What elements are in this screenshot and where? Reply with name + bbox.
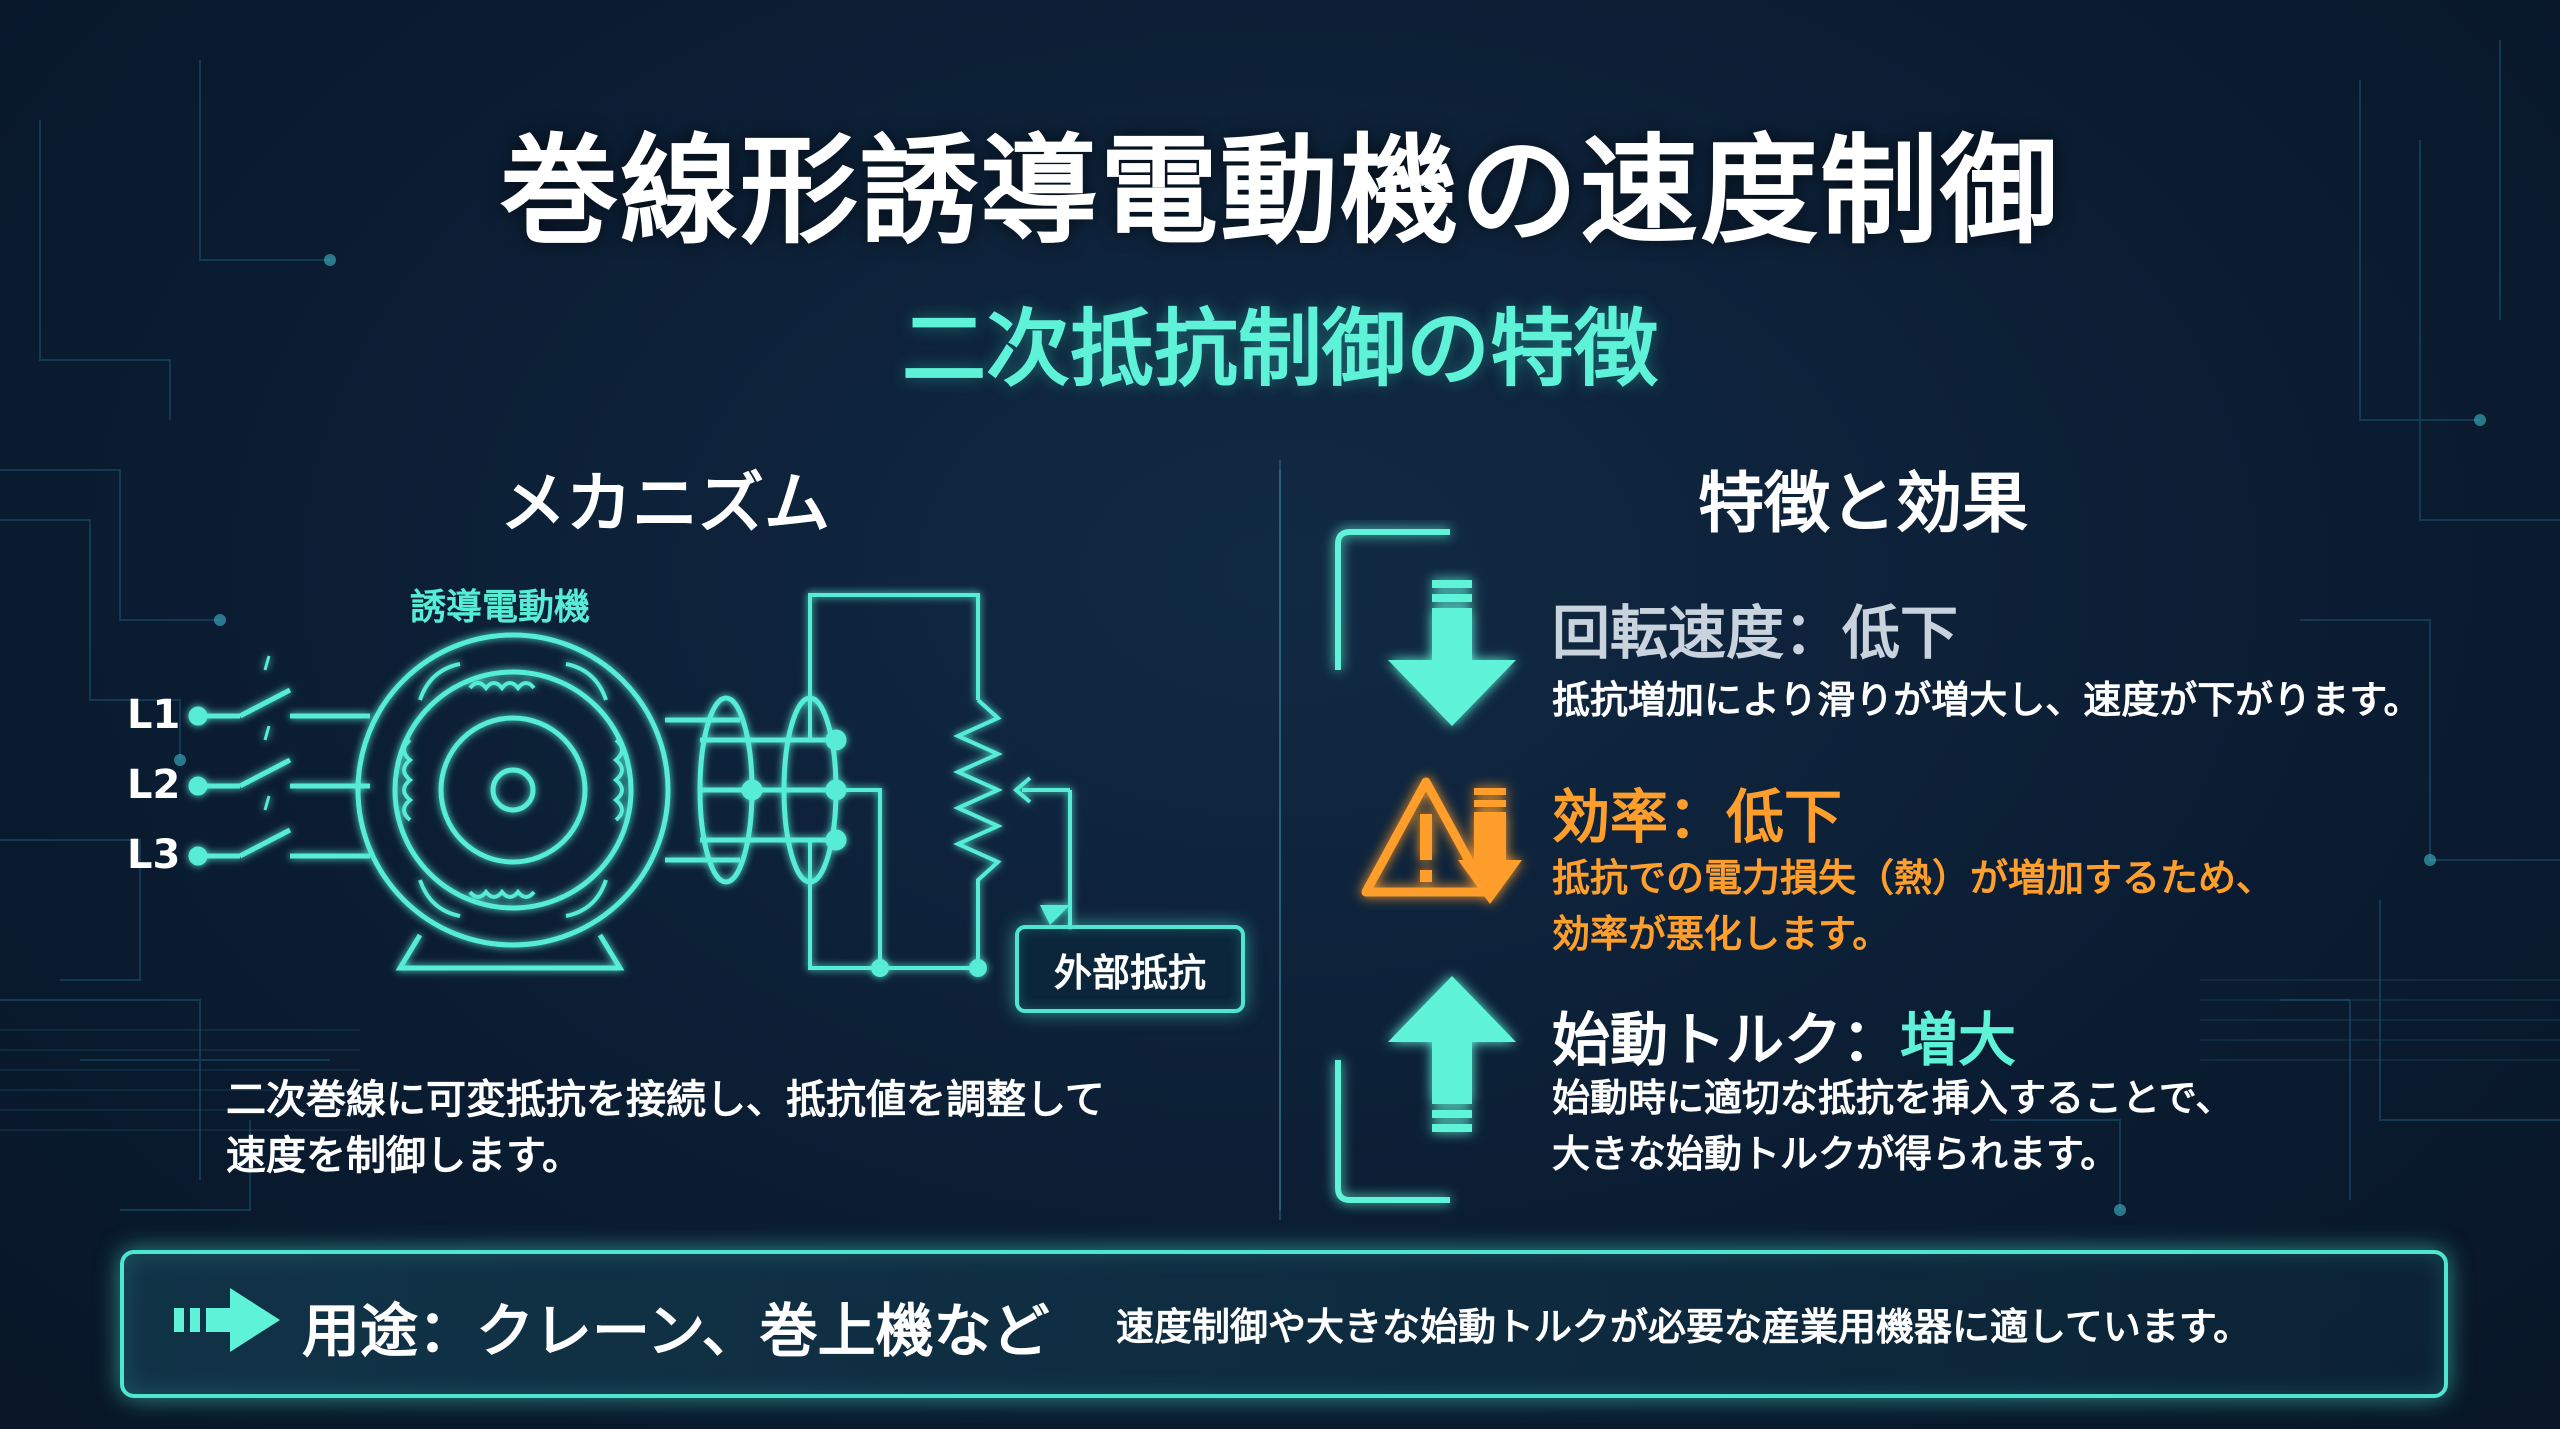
phase-label-l2: L2 [127,762,181,808]
motor-label: 誘導電動機 [410,587,591,628]
effect-title-starting-torque-label: 始動トルク： [1552,1006,1901,1074]
mechanism-heading: メカニズム [500,465,830,542]
phase-label-l1: L1 [127,692,181,738]
arrow-down-icon [1388,580,1516,726]
effect-desc-efficiency-line1: 抵抗での電力損失（熱）が増加するため、 [1552,856,2275,900]
effect-title-efficiency: 効率：低下 [1552,783,1843,851]
page-title: 巻線形誘導電動機の速度制御 [499,122,2060,260]
effects-icons [1335,529,1522,1203]
warning-icon [1361,777,1522,904]
effect-desc-rotation-speed: 抵抗増加により滑りが増大し、速度が下がります。 [1552,678,2422,722]
slip-rings [697,695,847,885]
effect-desc-starting-torque-line1: 始動時に適切な抵抗を挿入することで、 [1552,1076,2234,1120]
mechanism-description-line2: 速度を制御します。 [226,1133,582,1179]
effect-desc-starting-torque-line2: 大きな始動トルクが得られます。 [1552,1132,2119,1176]
arrow-right-icon [174,1288,280,1352]
motor-icon [355,632,740,971]
arrow-up-icon [1388,976,1516,1132]
usage-title: 用途：クレーン、巻上機など [302,1297,1050,1365]
supply-switches [188,655,370,866]
effect-title-starting-torque: 始動トルク：増大 [1552,993,2016,1077]
page-subtitle: 二次抵抗制御の特徴 [901,300,1658,398]
usage-bar [120,1250,2448,1398]
external-resistor-network [808,593,1072,977]
column-divider [1279,460,1281,1220]
effect-title-starting-torque-value: 増大 [1900,1006,2017,1074]
usage-description: 速度制御や大きな始動トルクが必要な産業用機器に適しています。 [1116,1305,2252,1349]
effects-heading: 特徴と効果 [1698,465,2028,542]
external-resistor-label: 外部抵抗 [1015,925,1245,1013]
effect-title-rotation-speed: 回転速度：低下 [1552,599,1959,667]
callout-pointer [1040,905,1070,925]
phase-label-l3: L3 [127,832,181,878]
mechanism-description-line1: 二次巻線に可変抵抗を接続し、抵抗値を調整して [226,1077,1105,1123]
effect-desc-efficiency-line2: 効率が悪化します。 [1552,912,1891,956]
motor-circuit-diagram [188,593,1072,977]
